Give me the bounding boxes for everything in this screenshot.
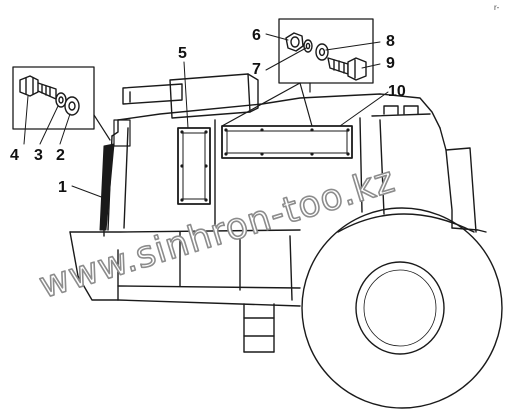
detail-inset-left [12,66,111,141]
hood-strut [99,119,131,237]
inset-frame-right [278,18,374,84]
bolt-4 [19,75,57,100]
callout-6: 6 [252,27,261,44]
access-steps [243,303,275,353]
front-wheel [301,207,503,409]
leader-lines [23,33,389,199]
cover-panel-5 [177,127,211,205]
washer-8 [315,43,329,61]
lock-washer-3 [55,92,67,108]
callout-5: 5 [178,45,187,62]
callout-labels: 1 2 3 4 5 6 7 8 9 10 [10,27,406,196]
frame [69,229,301,233]
flat-washer-2 [64,96,80,116]
cover-panel-10 [221,125,353,159]
callout-8: 8 [386,33,395,50]
callout-3: 3 [34,147,43,164]
callout-7: 7 [252,61,261,78]
callout-9: 9 [386,55,395,72]
callout-10: 10 [388,83,406,100]
cap-left [383,105,399,115]
exhaust-pipe [122,83,183,105]
hood-top [117,93,441,129]
inset-frame-left [12,66,95,130]
machine-body [69,73,487,353]
washer-7 [303,39,313,53]
callout-4: 4 [10,147,19,164]
bolt-9 [327,57,367,81]
corner-mark: r- [494,3,500,12]
nut-6 [285,32,304,52]
cap-right [403,105,419,115]
callout-1: 1 [58,179,67,196]
watermark-text: www.sinhron-too.kz [35,159,400,306]
callout-2: 2 [56,147,65,164]
detail-inset-right [221,18,374,127]
